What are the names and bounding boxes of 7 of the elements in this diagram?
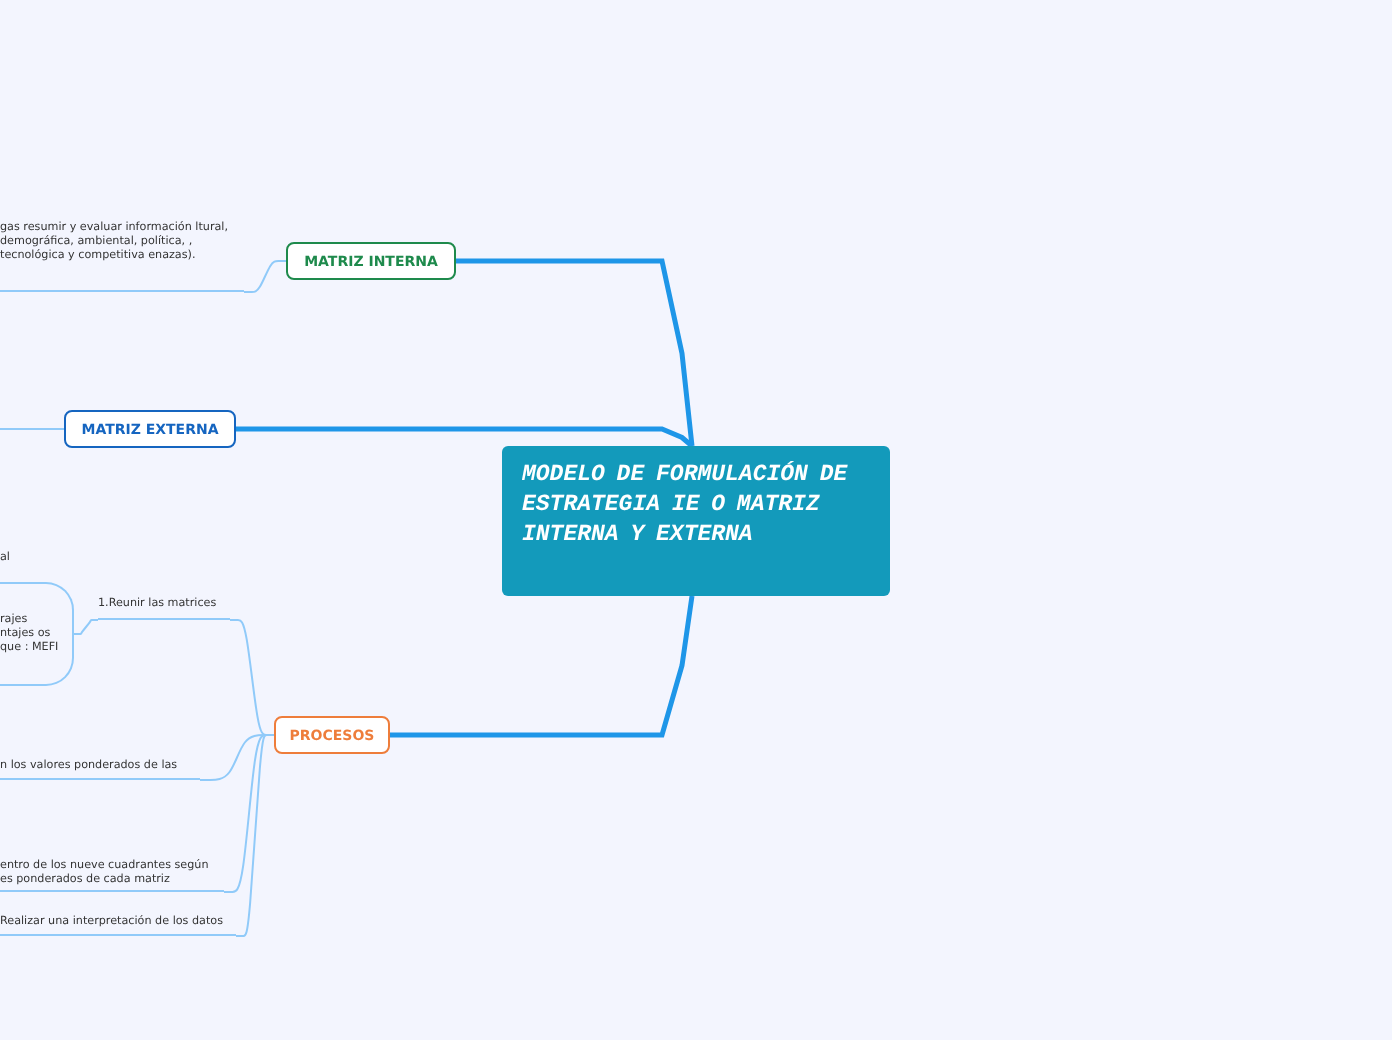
connector-line [456,258,695,447]
central-topic: MODELO DE FORMULACIÓN DE ESTRATEGIA IE O MATRIZ INTERNA Y EXTERNA [502,446,890,596]
connector-line [0,428,65,430]
connector-line [390,595,695,738]
connector-line [236,426,694,448]
connector-line [243,260,287,293]
connector-line [73,619,99,635]
